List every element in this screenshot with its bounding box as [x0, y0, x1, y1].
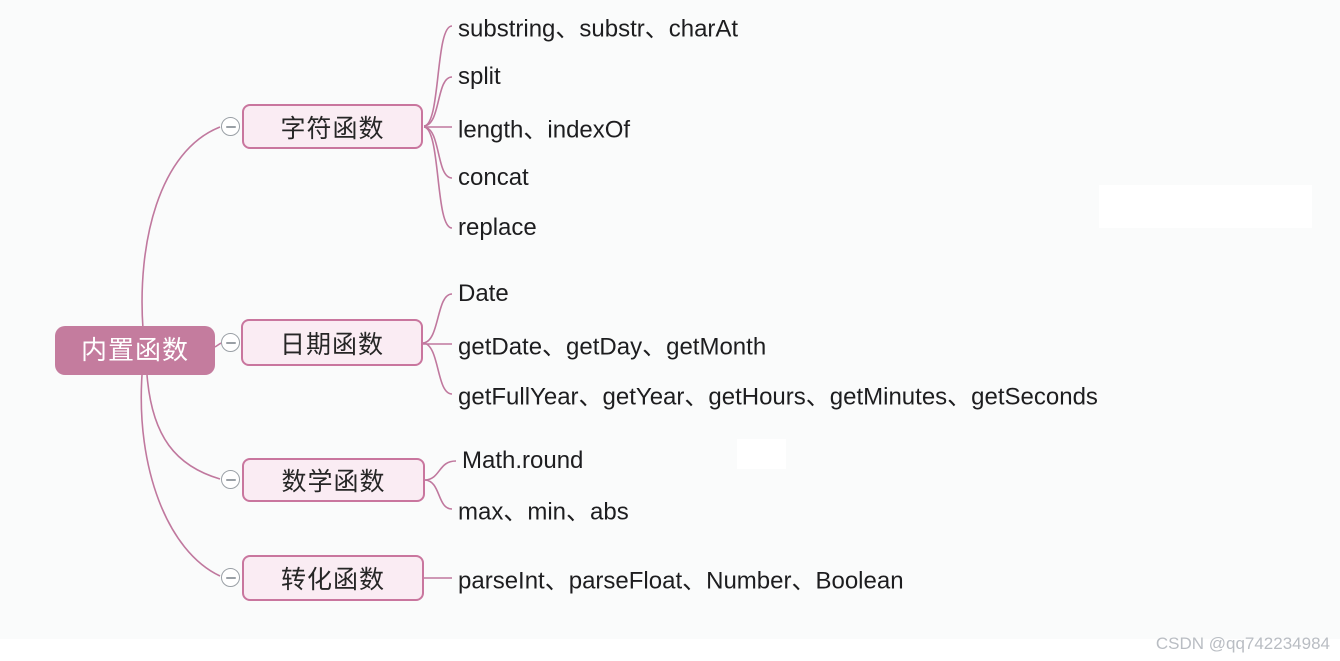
connector-strings-leaf-1 [423, 76, 453, 127]
minus-icon [225, 341, 236, 344]
collapse-icon[interactable] [221, 568, 240, 587]
leaf-node[interactable]: Math.round [462, 447, 584, 474]
blank-patch [1099, 185, 1312, 228]
leaf-node[interactable]: split [458, 63, 501, 90]
connector-math-leaf-1 [424, 479, 453, 510]
collapse-icon[interactable] [221, 333, 240, 352]
connector-strings-leaf-4 [423, 126, 453, 229]
connector-root-to-branch-strings [141, 126, 221, 330]
leaf-node[interactable]: Date [458, 280, 509, 307]
minus-icon [225, 576, 236, 579]
branch-node-string-functions[interactable]: 字符函数 [242, 104, 423, 149]
connector-date-leaf-2 [422, 342, 453, 395]
minus-icon [225, 125, 236, 128]
collapse-icon[interactable] [221, 470, 240, 489]
leaf-node[interactable]: replace [458, 214, 537, 241]
leaf-node[interactable]: max、min、abs [458, 498, 629, 526]
bottom-band [0, 639, 1340, 661]
connector-date-leaf-0 [422, 293, 453, 344]
connector-root-to-branch-math [146, 374, 221, 480]
branch-node-math-functions[interactable]: 数学函数 [242, 458, 425, 502]
connector-strings-leaf-0 [423, 25, 453, 127]
blank-patch [737, 439, 786, 469]
connector-math-leaf-0 [424, 460, 457, 481]
leaf-node[interactable]: parseInt、parseFloat、Number、Boolean [458, 567, 904, 595]
collapse-icon[interactable] [221, 117, 240, 136]
connector-strings-leaf-3 [423, 126, 453, 179]
leaf-node[interactable]: getFullYear、getYear、getHours、getMinutes、… [458, 383, 1098, 411]
leaf-node[interactable]: length、indexOf [458, 116, 631, 144]
root-node[interactable]: 内置函数 [55, 326, 215, 375]
branch-node-date-functions[interactable]: 日期函数 [241, 319, 423, 366]
leaf-node[interactable]: concat [458, 164, 529, 191]
leaf-node[interactable]: getDate、getDay、getMonth [458, 333, 767, 361]
watermark: CSDN @qq742234984 [1155, 634, 1330, 653]
minus-icon [225, 478, 236, 481]
leaf-node[interactable]: substring、substr、charAt [458, 15, 739, 43]
branch-node-convert-functions[interactable]: 转化函数 [242, 555, 424, 601]
connector-root-to-branch-convert [140, 374, 221, 577]
